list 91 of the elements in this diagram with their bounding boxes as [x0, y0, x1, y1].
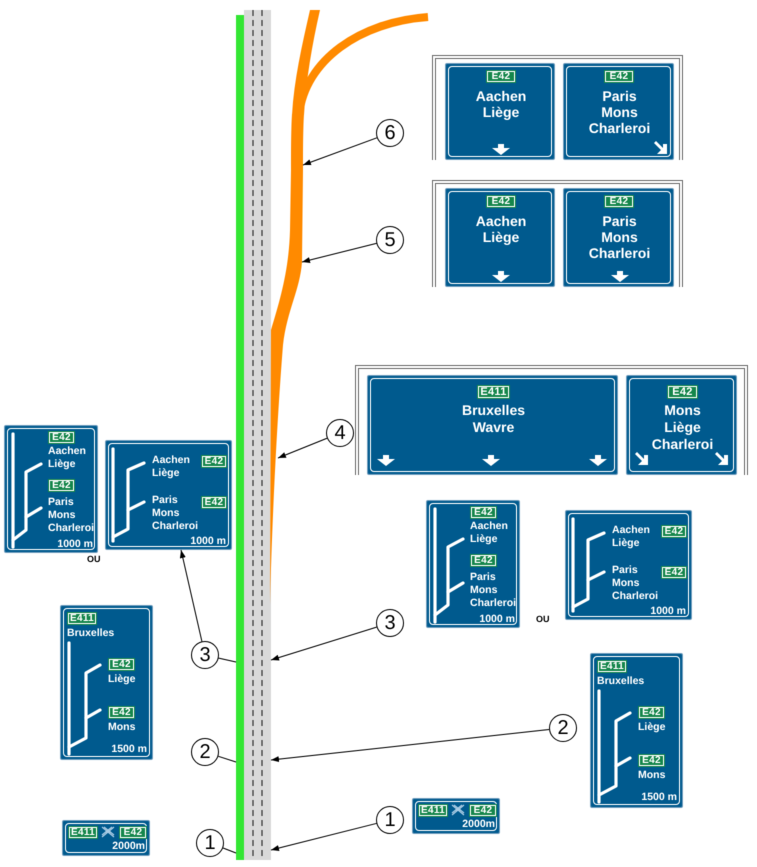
route-number-plate: E42 — [201, 496, 227, 509]
leader-line — [222, 848, 236, 854]
route-number-plate: E411 — [418, 804, 448, 817]
route-number-plate: E42 — [470, 554, 497, 567]
destination-text: Paris Mons Charleroi — [470, 571, 516, 610]
route-number-plate: E411 — [597, 660, 627, 673]
destination-text: Aachen Liège — [470, 520, 508, 546]
direction-sign — [590, 653, 683, 808]
destination-text: Aachen Liège — [48, 445, 86, 471]
callout-number: 2 — [191, 738, 219, 766]
leader-line — [270, 729, 550, 762]
destination-text: Mons Liège Charleroi — [652, 402, 714, 453]
leader-line — [302, 242, 377, 263]
route-number-plate: E42 — [486, 195, 516, 208]
distance-text: 1000 m — [190, 535, 226, 548]
callout-number: 3 — [191, 641, 219, 669]
direction-sign — [445, 63, 555, 160]
route-number-plate: E42 — [119, 826, 147, 839]
destination-text: Bruxelles Wavre — [462, 402, 526, 436]
route-number-plate: E42 — [638, 754, 665, 767]
callout-number: 4 — [326, 419, 354, 447]
direction-sign — [105, 440, 232, 550]
gantry-frame — [432, 180, 683, 287]
distance-text: 2000m — [462, 818, 495, 831]
or-text: OU — [87, 554, 100, 565]
leader-line — [218, 756, 236, 762]
direction-sign — [4, 425, 98, 553]
destination-text: Liège — [638, 721, 666, 734]
distance-text: 1000 m — [57, 538, 93, 551]
route-number-plate: E42 — [108, 658, 135, 671]
destination-text: Liège — [108, 673, 136, 686]
gantry-frame — [432, 55, 683, 160]
callout-number: 3 — [376, 609, 404, 637]
leader-line — [180, 550, 202, 642]
route-number-plate: E42 — [201, 455, 227, 468]
destination-text: Paris Mons Charleroi — [612, 564, 658, 603]
route-number-plate: E42 — [48, 431, 75, 444]
route-number-plate: E42 — [486, 70, 516, 83]
destination-text: Mons — [638, 769, 666, 782]
leader-line — [302, 137, 378, 166]
direction-sign — [565, 510, 692, 620]
destination-text: Bruxelles — [67, 627, 114, 640]
gantry-frame — [355, 365, 748, 475]
route-number-plate: E42 — [604, 195, 634, 208]
route-number-plate: E42 — [661, 566, 687, 579]
leader-line — [278, 438, 328, 458]
leader-line — [270, 822, 377, 851]
distance-text: 2000m — [112, 840, 145, 853]
route-number-plate: E42 — [604, 70, 634, 83]
or-text: OU — [536, 614, 550, 625]
destination-text: Aachen Liège — [612, 524, 650, 550]
leader-line — [218, 658, 236, 662]
route-number-plate: E42 — [48, 479, 75, 492]
leader-line — [270, 626, 378, 660]
route-number-plate: E42 — [469, 804, 497, 817]
direction-sign — [412, 798, 500, 834]
direction-sign — [563, 63, 674, 160]
route-number-plate: E42 — [661, 525, 687, 538]
direction-sign — [426, 500, 520, 628]
direction-sign — [60, 605, 153, 760]
callout-number: 5 — [376, 226, 404, 254]
destination-text: Aachen Liège — [476, 213, 526, 245]
distance-text: 1500 m — [111, 743, 147, 756]
distance-text: 1000 m — [650, 605, 686, 618]
callout-number: 1 — [376, 806, 404, 834]
direction-sign — [445, 188, 555, 287]
route-number-plate: E42 — [470, 506, 497, 519]
distance-text: 1000 m — [479, 613, 515, 626]
route-number-plate: E411 — [477, 385, 510, 399]
distance-text: 1500 m — [641, 791, 677, 804]
callout-number: 2 — [549, 714, 577, 742]
callout-number: 6 — [376, 119, 404, 147]
destination-text: Mons — [108, 721, 136, 734]
destination-text: Aachen Liège — [152, 454, 190, 480]
route-number-plate: E411 — [67, 612, 97, 625]
destination-text: Paris Mons Charleroi — [152, 494, 198, 533]
destination-text: Bruxelles — [597, 675, 644, 688]
destination-text: Paris Mons Charleroi — [588, 88, 650, 136]
route-number-plate: E411 — [68, 826, 98, 839]
callout-number: 1 — [196, 829, 224, 857]
destination-text: Aachen Liège — [476, 88, 526, 120]
direction-sign — [367, 375, 618, 475]
destination-text: Paris Mons Charleroi — [588, 213, 650, 261]
motorway-road — [236, 10, 271, 860]
direction-sign — [626, 375, 737, 475]
direction-sign — [563, 188, 674, 287]
route-number-plate: E42 — [108, 706, 135, 719]
direction-sign — [62, 820, 150, 856]
route-number-plate: E42 — [667, 385, 698, 399]
route-number-plate: E42 — [638, 706, 665, 719]
destination-text: Paris Mons Charleroi — [48, 496, 94, 535]
